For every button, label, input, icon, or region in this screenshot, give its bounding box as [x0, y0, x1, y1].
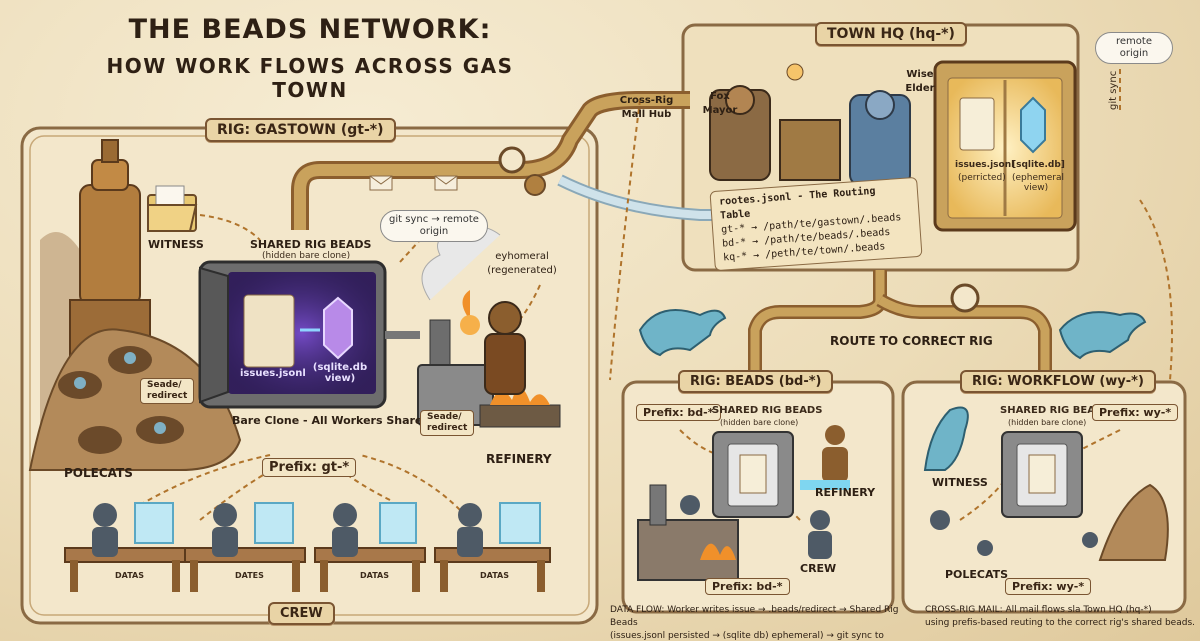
fox-mayor-label: Fox Mayor	[702, 91, 738, 116]
beads-crew-label: CREW	[800, 562, 837, 575]
hq-git-sync-label: git sync	[1108, 70, 1119, 110]
cross-rig-mail-note: CROSS-RIG MAIL: All mail flows sla Town …	[925, 604, 1195, 630]
data-flow-line-1: DATA FLOW: Worker writes issue → .beads/…	[610, 605, 899, 628]
tower-illustration	[28, 139, 242, 471]
workflow-rig-illustration	[923, 406, 1169, 561]
hq-figures	[709, 63, 911, 186]
remote-origin-cloud: remote origin	[1095, 32, 1173, 64]
desk-label: DATAS	[480, 571, 509, 580]
data-flow-line-2: (issues.jsonl persisted → (sqlite db) ep…	[610, 631, 884, 641]
refinery-worker	[460, 290, 526, 395]
page-subtitle: HOW WORK FLOWS ACROSS GAS TOWN	[106, 54, 514, 102]
desk-label: DATAS	[360, 571, 389, 580]
hq-sqlite-label: [sqlite.db]	[1012, 160, 1065, 170]
routing-table-scroll: rootes.jsonl - The Routing Table gt-* → …	[709, 176, 923, 272]
gastown-polecats-label: POLECATS	[64, 466, 133, 480]
cross-rig-line-2: using prefis-based reuting to the correc…	[925, 618, 1195, 628]
workflow-vault	[1001, 431, 1083, 518]
cross-rig-pipe	[291, 91, 760, 230]
beads-refinery-label: REFINERY	[815, 486, 876, 499]
cross-rig-line-1: CROSS-RIG MAIL: All mail flows sla Town …	[925, 605, 1152, 615]
beads-hidden-clone-label: (hidden bare clone)	[720, 418, 799, 427]
gastown-crew	[64, 502, 551, 592]
gastown-issues-label: issues.jsonl	[240, 368, 306, 379]
hq-sqlite-sub: (ephemeral view)	[1012, 173, 1065, 193]
gastown-redirect-tag-right: Seade/ redirect	[420, 410, 474, 436]
gastown-hidden-clone-label: (hidden bare clone)	[262, 251, 351, 261]
gastown-vault	[198, 260, 387, 409]
workflow-witness-label: WITNESS	[932, 476, 988, 489]
gastown-bare-clone-label: Bare Clone - All Workers Share	[232, 414, 423, 427]
gastown-refinery-label: REFINERY	[486, 452, 552, 466]
town-hq-banner: TOWN HQ (hq-*)	[815, 22, 967, 46]
wise-elder-label: Wise Elder	[905, 69, 935, 94]
workflow-shared-beads-label: SHARED RIG BEADS	[1000, 405, 1111, 416]
beads-rig-banner: RIG: BEADS (bd-*)	[678, 370, 834, 393]
route-label: ROUTE TO CORRECT RIG	[830, 334, 993, 348]
gastown-sqlite-label: (sqlite.db view)	[312, 362, 368, 384]
gastown-ephemeral-note: eyhomeral (regenerated)	[487, 251, 557, 276]
beads-shared-beads-label: SHARED RIG BEADS	[712, 405, 823, 416]
guard-dogs	[638, 309, 1147, 360]
workflow-rig-banner: RIG: WORKFLOW (wy-*)	[960, 370, 1156, 393]
gastown-banner: RIG: GASTOWN (gt-*)	[205, 118, 396, 142]
gastown-git-sync-cloud: git sync → remote origin	[380, 210, 488, 242]
desk-label: DATES	[235, 571, 264, 580]
gastown-crew-banner: CREW	[268, 602, 335, 625]
page-title: THE BEADS NETWORK:	[128, 14, 492, 45]
data-flow-note: DATA FLOW: Worker writes issue → .beads/…	[610, 604, 910, 641]
gastown-prefix-tag: Prefix: gt-*	[262, 458, 357, 477]
workflow-hidden-clone-label: (hidden bare clone)	[1008, 418, 1087, 427]
gastown-shared-beads-label: SHARED RIG BEADS	[250, 238, 372, 251]
workflow-prefix-bottom: Prefix: wy-*	[1005, 578, 1092, 595]
beads-prefix-bottom: Prefix: bd-*	[705, 578, 790, 595]
hq-vault	[933, 60, 1077, 232]
workflow-polecats-label: POLECATS	[945, 568, 1009, 581]
hq-issues-sub: (perricted)	[958, 173, 1006, 183]
route-pipes	[748, 270, 1052, 380]
beads-prefix-top: Prefix: bd-*	[636, 404, 721, 421]
gastown-redirect-tag-left: Seade/ redirect	[140, 378, 194, 404]
cross-rig-hub-label: Cross-Rig Mall Hub	[619, 95, 674, 120]
hq-issues-label: issues.jsonl	[955, 160, 1015, 170]
witness-folder-icon	[147, 185, 198, 232]
gastown-witness-label: WITNESS	[148, 238, 204, 251]
desk-label: DATAS	[115, 571, 144, 580]
beads-vault	[712, 431, 794, 518]
workflow-prefix-top: Prefix: wy-*	[1092, 404, 1179, 421]
beads-rig-illustration	[637, 425, 850, 581]
